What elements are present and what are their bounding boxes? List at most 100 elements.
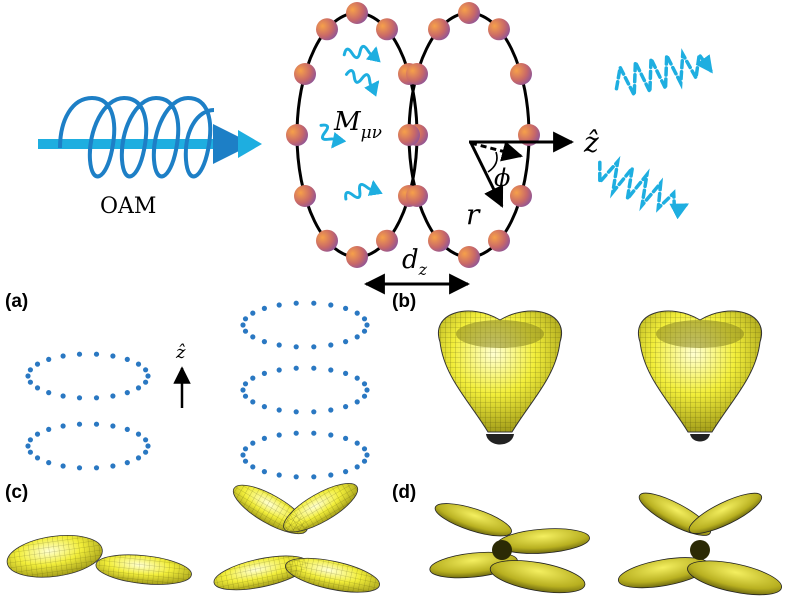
panel-a-dot-c2-r2-5 xyxy=(328,407,334,413)
panel-a-dot-c2-r3-22 xyxy=(361,446,368,452)
panel-a-dot-c1-r2-18 xyxy=(93,421,100,427)
reference-dashed xyxy=(470,141,524,162)
panel-a-dot-c1-r1-11 xyxy=(27,379,33,385)
atom-ring2-3 xyxy=(406,63,428,85)
panel-b: (b) xyxy=(392,291,763,445)
panel-a-dot-c2-r2-13 xyxy=(242,381,249,387)
panel-a-dot-c1-r1-9 xyxy=(46,390,52,396)
atom-ring1-6 xyxy=(316,229,338,252)
radius-vector xyxy=(469,142,504,208)
panel-a-dot-c1-r1-13 xyxy=(27,367,33,373)
panel-a-dot-c2-r3-19 xyxy=(328,432,334,438)
panel-a-dot-c2-r1-18 xyxy=(311,300,317,306)
panel-a-dot-c2-r2-4 xyxy=(343,404,349,410)
panel-a-dot-c2-r1-16 xyxy=(276,302,282,308)
panel-a-dot-c2-r3-10 xyxy=(250,464,256,470)
photon-upper xyxy=(614,48,713,102)
panel-a-dot-c1-r2-12 xyxy=(25,443,31,449)
panel-a-dot-c2-r2-7 xyxy=(293,409,299,415)
panel-a-dot-c2-r2-22 xyxy=(361,381,368,387)
panel-a-dot-c1-r2-14 xyxy=(34,431,41,437)
atom-ring1-1 xyxy=(346,2,368,24)
panel-a-dot-c1-r1-16 xyxy=(60,353,66,359)
panel-b-label: (b) xyxy=(392,291,416,312)
atom-group xyxy=(286,2,540,268)
panel-a-dot-c2-r1-1 xyxy=(364,322,370,328)
panel-a-dot-c1-r1-3 xyxy=(135,385,142,391)
panel-a-dot-c2-r2-11 xyxy=(242,393,249,399)
panel-a-dot-c2-r2-6 xyxy=(311,409,317,415)
panel-a-dot-c1-r1-6 xyxy=(93,395,100,401)
panel-a-dot-c2-r3-14 xyxy=(250,440,256,446)
panel-a-dot-c2-r2-14 xyxy=(250,375,256,381)
panel-a-dot-c2-r2-16 xyxy=(276,367,282,373)
panel-a-dot-c2-r2-20 xyxy=(343,370,349,376)
panel-a-dot-c1-r1-4 xyxy=(124,390,130,396)
panel-a-dot-c2-r2-9 xyxy=(261,404,267,410)
panel-a-dot-c1-r2-13 xyxy=(27,437,33,443)
atom-ring2-11 xyxy=(510,63,532,85)
atom-ring1-8 xyxy=(376,229,398,252)
panel-a-dot-c2-r3-3 xyxy=(354,464,360,470)
panel-a-dot-c2-r2-21 xyxy=(354,375,360,381)
panel-a-dot-c1-r1-15 xyxy=(46,356,52,362)
panel-a-dot-c2-r2-17 xyxy=(293,365,299,371)
panel-d-pattern-right xyxy=(617,492,782,596)
atom-ring2-7 xyxy=(458,246,480,268)
panel-a-dot-c1-r1-1 xyxy=(145,373,151,379)
photon-lower xyxy=(598,155,689,220)
panel-a-dot-c2-r3-21 xyxy=(354,440,360,446)
panel-a-dot-c1-r2-20 xyxy=(124,426,130,432)
panel-a-dot-c2-r1-13 xyxy=(242,316,249,322)
panel-a-dot-c2-r3-17 xyxy=(293,430,299,436)
panel-c-pattern-right xyxy=(213,483,380,593)
panel-c-pattern-left xyxy=(6,535,192,585)
panel-a-dot-c1-r2-6 xyxy=(93,465,100,471)
panel-a-dot-c2-r1-3 xyxy=(354,334,360,340)
panel-a-dot-c1-r1-5 xyxy=(110,393,116,399)
oam-helix xyxy=(58,95,215,179)
atom-ring2-5 xyxy=(406,185,428,207)
panel-a-dot-c1-r1-20 xyxy=(124,356,130,362)
atom-ring1-7 xyxy=(346,246,368,268)
panel-a-dot-c1-r1-10 xyxy=(34,385,41,391)
panel-a-dot-c1-r2-22 xyxy=(143,437,149,443)
panel-d-pattern-left xyxy=(429,503,590,594)
panel-a-dot-c1-r1-12 xyxy=(25,373,31,379)
panel-a-dot-c2-r1-9 xyxy=(261,339,267,345)
panel-b-pattern-left xyxy=(437,310,563,445)
panel-a-dot-c2-r3-1 xyxy=(364,452,370,458)
oam-beam: OAM xyxy=(38,95,262,219)
z-axis-label: ẑ xyxy=(583,126,599,159)
panel-d-label: (d) xyxy=(392,482,416,503)
panel-a-dot-c1-r2-1 xyxy=(145,443,151,449)
atom-ring1-3 xyxy=(294,63,316,85)
panel-a-dot-c1-r1-19 xyxy=(110,353,116,359)
panel-a-dot-c2-r3-18 xyxy=(311,430,317,436)
oam-label: OAM xyxy=(100,194,156,219)
panel-a-dot-c2-r2-15 xyxy=(261,370,267,376)
panel-a-dot-c2-r3-6 xyxy=(311,474,317,480)
panel-a-dot-c2-r1-15 xyxy=(261,305,267,311)
panel-a-dot-c2-r1-7 xyxy=(293,344,299,350)
panel-a-dot-c1-r1-17 xyxy=(76,351,83,357)
panel-a-dot-c1-r2-15 xyxy=(46,426,52,432)
panel-a-dot-c2-r2-1 xyxy=(364,387,370,393)
atom-ring2-8 xyxy=(488,229,510,252)
emitted-photons xyxy=(598,48,713,220)
panel-d: (d) xyxy=(392,482,782,596)
radius-label: r xyxy=(466,198,481,231)
panel-a-dot-c2-r1-2 xyxy=(361,328,368,334)
panel-a-dot-c2-r2-10 xyxy=(250,399,256,405)
panel-a-dot-c1-r1-2 xyxy=(143,379,149,385)
coupling-label: Mμν xyxy=(333,107,382,143)
panel-a-dot-c2-r3-9 xyxy=(261,469,267,475)
panel-a-dot-c2-r2-18 xyxy=(311,365,317,371)
panel-a-dot-c2-r3-16 xyxy=(276,432,282,438)
atom-ring2-4 xyxy=(398,124,420,146)
panel-a-dot-c2-r3-15 xyxy=(261,435,267,441)
panel-a-dot-c1-r2-8 xyxy=(60,463,66,469)
panel-a-dot-c2-r1-14 xyxy=(250,310,256,316)
panel-a-dot-rings xyxy=(25,300,370,480)
